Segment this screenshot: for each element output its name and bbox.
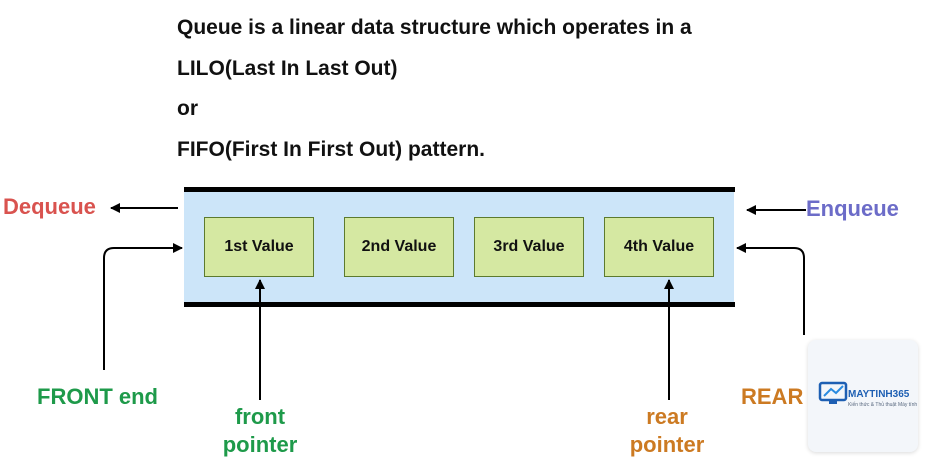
- queue-cell-4: 4th Value: [604, 217, 714, 277]
- front-pointer-label: front pointer: [205, 403, 315, 459]
- queue-top-rail: [184, 187, 735, 192]
- queue-bottom-rail: [184, 302, 735, 307]
- front-pointer-line-1: front: [234, 404, 286, 429]
- front-pointer-line-2: pointer: [222, 432, 298, 457]
- watermark-tagline: Kiến thức & Thủ thuật Máy tính: [848, 402, 918, 408]
- enqueue-label: Enqueue: [806, 196, 899, 221]
- rear-pointer-line-2: pointer: [629, 432, 705, 457]
- description-line-3: or: [177, 97, 198, 120]
- computer-logo-icon: [818, 381, 848, 404]
- queue-cell-2: 2nd Value: [344, 217, 454, 277]
- rear-end-arrow: [736, 243, 805, 335]
- front-end-arrow: [103, 243, 183, 370]
- rear-pointer-line-1: rear: [646, 404, 688, 429]
- dequeue-label: Dequeue: [3, 194, 96, 219]
- watermark-brand: MAYTINH365: [848, 389, 910, 400]
- description-line-2: LILO(Last In Last Out): [177, 57, 398, 80]
- rear-pointer-label: rear pointer: [612, 403, 722, 459]
- front-end-label: FRONT end: [37, 384, 158, 409]
- description-line-1: Queue is a linear data structure which o…: [177, 16, 692, 39]
- description-line-4: FIFO(First In First Out) pattern.: [177, 138, 485, 161]
- queue-cell-3: 3rd Value: [474, 217, 584, 277]
- watermark-badge: MAYTINH365 Kiến thức & Thủ thuật Máy tín…: [808, 340, 918, 452]
- queue-cell-1: 1st Value: [204, 217, 314, 277]
